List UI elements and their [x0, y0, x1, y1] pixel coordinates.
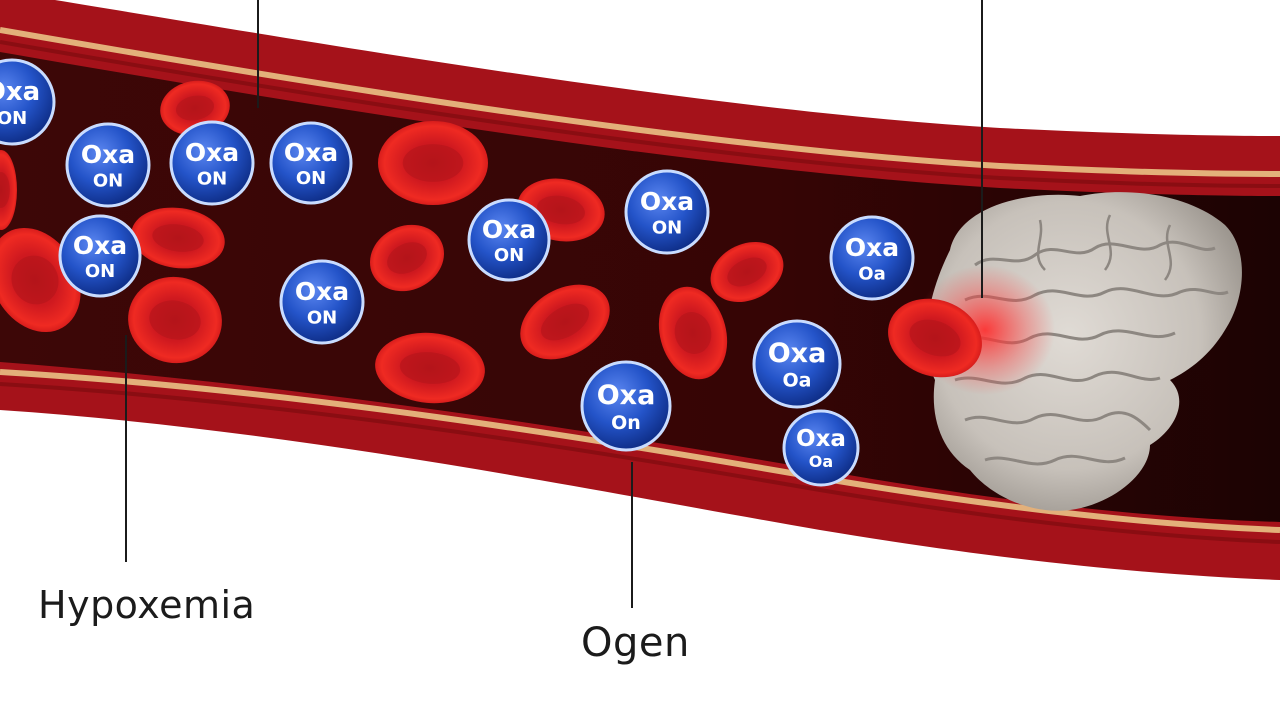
red-blood-cell [378, 121, 488, 205]
oxygen-molecule-sublabel: ON [93, 170, 123, 191]
red-blood-cell [888, 298, 982, 378]
oxygen-molecule-sublabel: ON [0, 108, 27, 129]
red-blood-cell [131, 207, 225, 269]
red-blood-cell [375, 332, 485, 404]
oxygen-molecule-label: Oxa [295, 277, 349, 306]
red-blood-cell [0, 227, 81, 333]
oxygen-molecule-label: Oxa [81, 140, 135, 169]
oxygen-molecule-sublabel: Oa [809, 452, 833, 471]
oxygen-molecule-label: Oxa [768, 338, 827, 369]
oxygen-molecule-sublabel: ON [296, 168, 326, 189]
red-blood-cell [370, 224, 444, 292]
oxygen-molecule-label: Oxa [73, 231, 127, 260]
oxygen-molecule-label: Oxa [482, 215, 536, 244]
red-blood-cell [0, 150, 17, 230]
oxygen-molecule-label: Oxa [284, 138, 338, 167]
oxygen-molecule-label: Oxa [597, 380, 656, 411]
oxygen-molecule-label: Oxa [640, 187, 694, 216]
oxygen-molecule-label: Oxa [185, 138, 239, 167]
red-blood-cell [658, 286, 728, 380]
oxygen-molecule-sublabel: ON [494, 245, 524, 266]
vessel-wall-stripe [0, 27, 1280, 177]
oxygen-label: Ogen [581, 620, 690, 666]
oxygen-molecule-sublabel: Oa [783, 369, 812, 391]
oxygen-molecule-label: Oxa [0, 77, 40, 107]
oxygen-molecule-sublabel: Oa [858, 263, 885, 284]
hypoxemia-label: Hypoxemia [38, 583, 256, 627]
red-blood-cell [128, 276, 222, 364]
oxygen-molecule-label: Oxa [845, 233, 899, 262]
oxygen-molecule-sublabel: ON [197, 168, 227, 189]
brain-icon [915, 192, 1242, 511]
oxygen-molecule-sublabel: ON [85, 261, 115, 282]
oxygen-molecule-sublabel: On [611, 412, 641, 434]
oxygen-molecule-sublabel: ON [307, 307, 337, 328]
oxygen-molecule-label: Oxa [796, 426, 846, 452]
red-blood-cell [520, 284, 610, 360]
oxygen-molecule-sublabel: ON [652, 217, 682, 238]
red-blood-cell [710, 241, 784, 303]
